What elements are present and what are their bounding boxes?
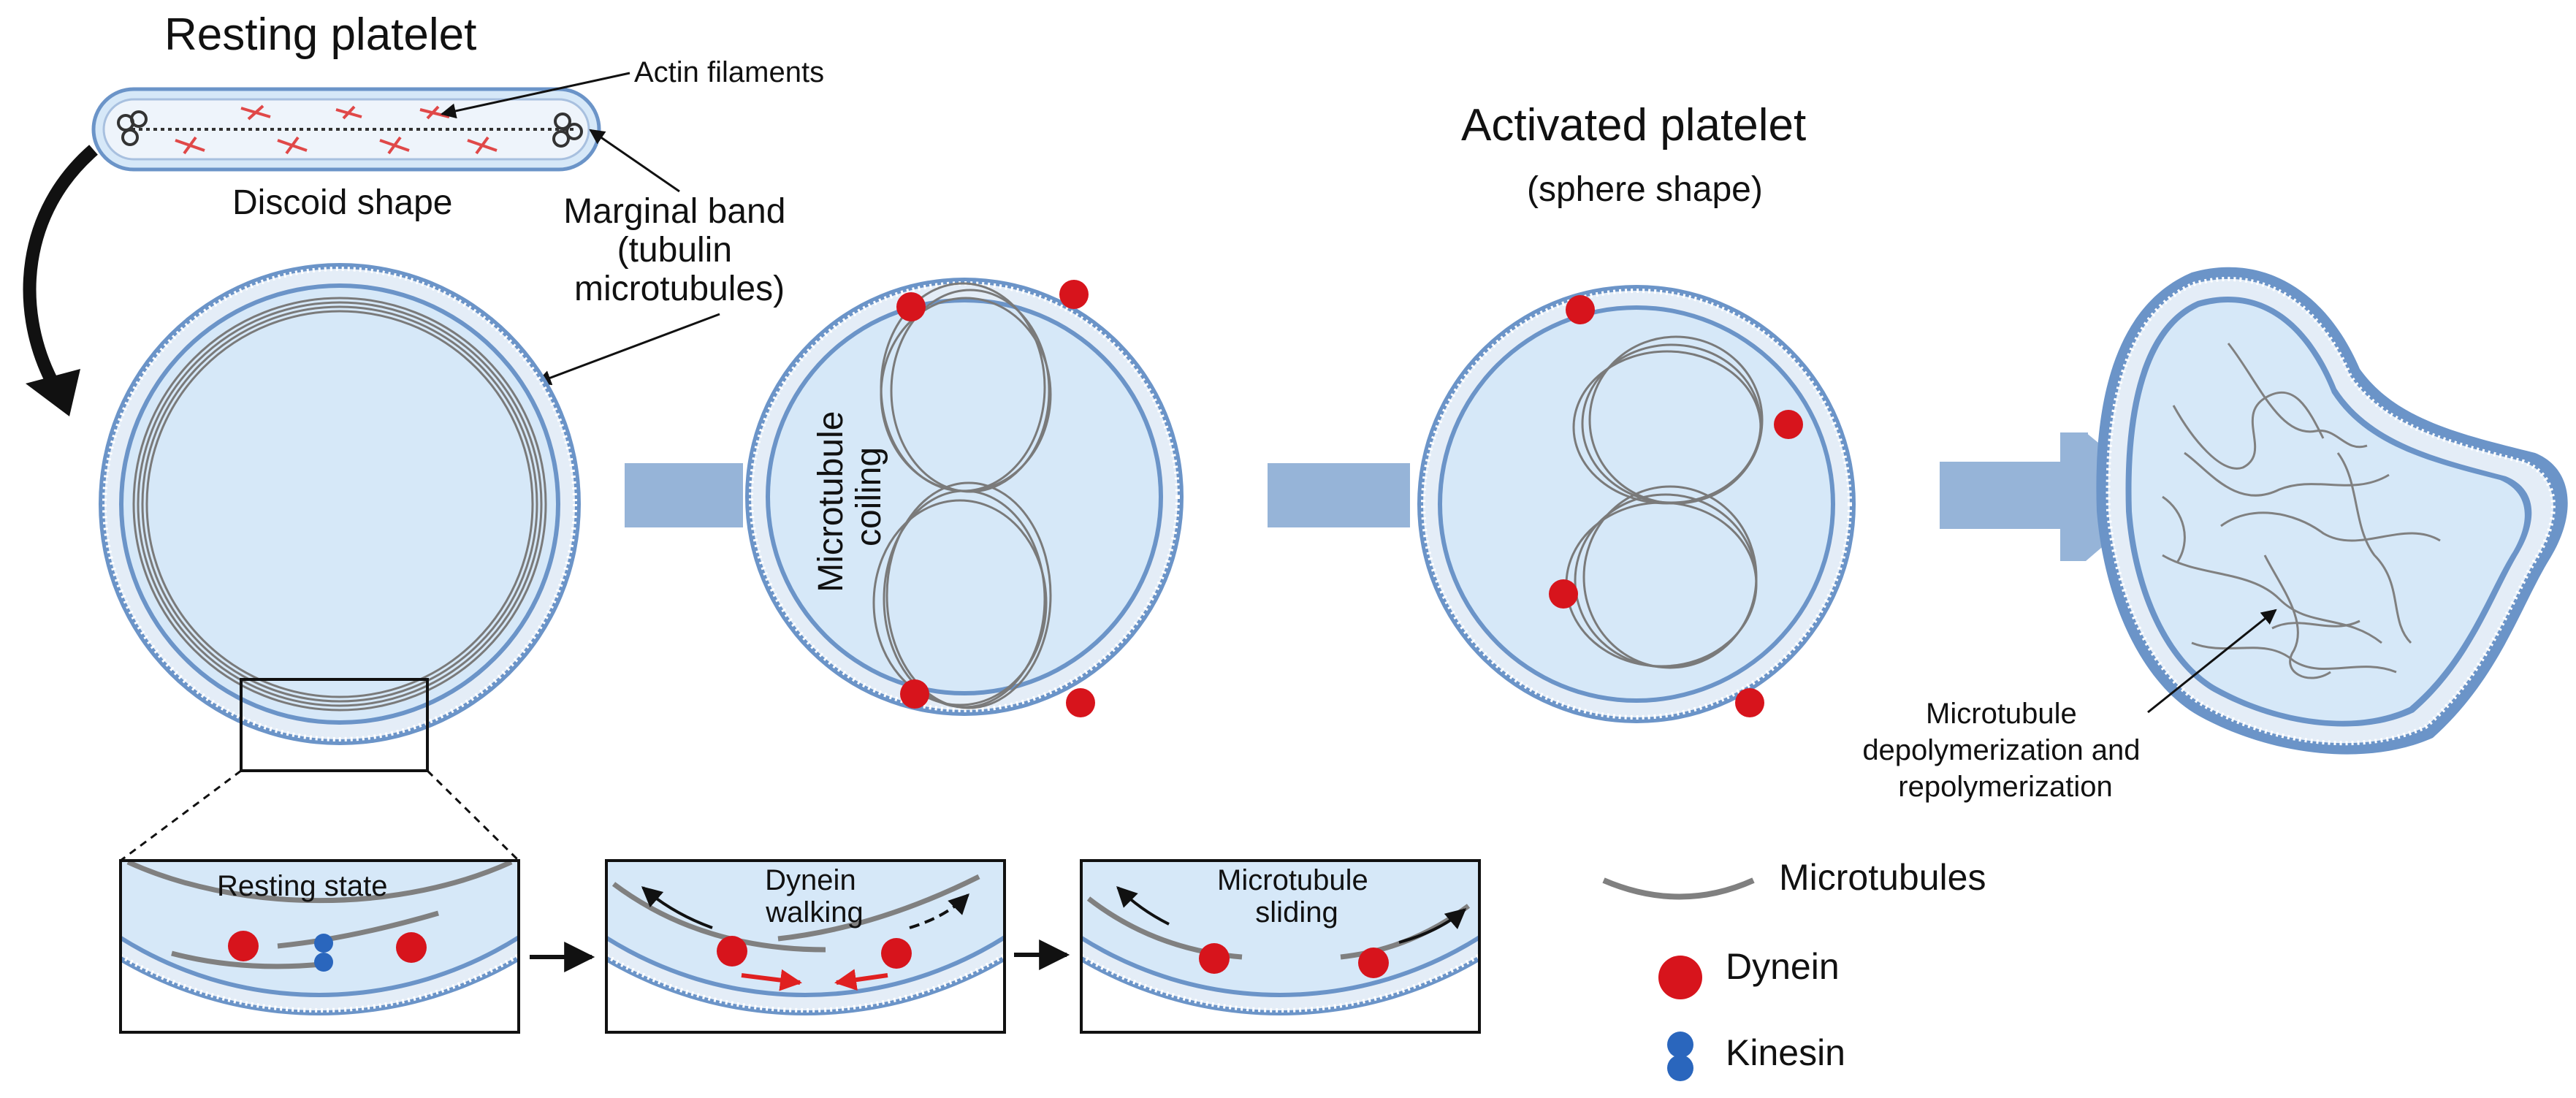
dynein-walking-label: Dynein walking xyxy=(765,864,864,929)
dynein-dot xyxy=(900,679,929,709)
zoom-line-left xyxy=(120,769,242,862)
dynein-dot xyxy=(1566,295,1595,324)
coiling-line-1: Microtubule xyxy=(812,411,850,592)
legend-kinesin-label: Kinesin xyxy=(1726,1032,1845,1073)
coiling-line-2: coiling xyxy=(850,447,888,546)
shrinking-figure-eight xyxy=(1565,335,1764,669)
platelet-coiling-circle xyxy=(745,278,1184,717)
platelet-activated-circle xyxy=(1417,285,1856,723)
dynein-dot xyxy=(1549,579,1578,609)
platelet-spread-shape xyxy=(2096,267,2568,755)
dynein-dot xyxy=(396,932,427,963)
dynein-dot xyxy=(1358,948,1389,978)
depolymerization-label: Microtubule depolymerization and repolym… xyxy=(1862,698,2148,803)
resting-platelet-discoid xyxy=(91,87,601,172)
legend-microtubule-icon xyxy=(1602,877,1755,900)
actin-filament-marks xyxy=(175,104,498,155)
marginal-band-pointer-bottom xyxy=(536,313,720,386)
actin-filaments-pointer xyxy=(440,72,630,119)
dynein-dot xyxy=(1059,280,1089,309)
slide-arrow-right xyxy=(909,893,969,929)
depoly-line-2: depolymerization and xyxy=(1862,734,2140,766)
legend-microtubules-label: Microtubules xyxy=(1779,857,1986,898)
resting-platelet-title: Resting platelet xyxy=(164,9,476,60)
marginal-band-line-1: Marginal band xyxy=(563,192,785,231)
walking-line-2: walking xyxy=(765,896,863,929)
transition-arrow-1 xyxy=(625,463,743,527)
dynein-dot xyxy=(1066,688,1095,717)
activated-platelet-title: Activated platelet xyxy=(1461,100,1806,150)
depolymerized-microtubules xyxy=(2162,343,2441,679)
figure-eight-microtubules xyxy=(872,282,1052,709)
resting-state-label: Resting state xyxy=(217,870,387,902)
dynein-dot xyxy=(1774,410,1803,439)
marginal-band-line-3: microtubules) xyxy=(574,270,785,308)
kinesin-dot xyxy=(314,953,333,972)
depoly-line-1: Microtubule xyxy=(1926,698,2077,730)
microtubule-cross-section-right xyxy=(552,113,583,148)
legend-dynein-label: Dynein xyxy=(1726,946,1840,987)
marginal-band-pointer-top xyxy=(589,129,680,193)
sliding-line-2: sliding xyxy=(1255,896,1338,929)
sphere-shape-label: (sphere shape) xyxy=(1527,170,1763,209)
slide-arrow-right xyxy=(1398,908,1467,944)
red-motion-arrow xyxy=(834,969,888,991)
platelet-resting-circle xyxy=(99,263,581,772)
legend: Microtubules Dynein Kinesin xyxy=(1602,857,1986,1081)
microtubule-coiling-label: Microtubule coiling xyxy=(812,401,888,592)
depoly-line-3: repolymerization xyxy=(1898,771,2112,803)
inset-dynein-walking: Dynein walking xyxy=(605,859,1006,1034)
microtubule-sliding-label: Microtubule sliding xyxy=(1217,864,1376,929)
slide-arrow-left xyxy=(641,886,713,929)
red-motion-arrow xyxy=(741,969,802,991)
inset-resting-state: Resting state xyxy=(119,859,520,1034)
marginal-band-label: Marginal band (tubulin microtubules) xyxy=(563,192,796,308)
discoid-shape-label: Discoid shape xyxy=(232,183,453,222)
sliding-line-1: Microtubule xyxy=(1217,864,1368,896)
marginal-band-line-2: (tubulin xyxy=(617,231,732,270)
slide-arrow-left xyxy=(1116,886,1170,926)
dynein-dot xyxy=(1199,943,1230,974)
transition-curved-arrow xyxy=(23,145,98,384)
inset-microtubule-sliding: Microtubule sliding xyxy=(1080,859,1481,1034)
kinesin-dot xyxy=(314,934,333,953)
curved-arrow-head xyxy=(26,369,80,416)
dynein-dot xyxy=(717,936,747,967)
dynein-dot xyxy=(228,931,259,961)
microtubule-cross-section-left xyxy=(117,110,148,146)
legend-dynein-icon xyxy=(1658,956,1702,999)
dynein-dot xyxy=(1735,688,1764,717)
zoom-box xyxy=(240,678,429,772)
legend-kinesin-icon xyxy=(1667,1032,1693,1081)
actin-filaments-label: Actin filaments xyxy=(634,56,824,88)
depolymerization-pointer xyxy=(2147,609,2277,714)
transition-arrow-2 xyxy=(1268,463,1410,527)
walking-line-1: Dynein xyxy=(765,864,856,896)
dynein-dot xyxy=(881,938,912,969)
marginal-band-ring xyxy=(132,297,547,712)
zoom-line-right xyxy=(426,769,520,862)
dynein-dot xyxy=(896,292,926,321)
